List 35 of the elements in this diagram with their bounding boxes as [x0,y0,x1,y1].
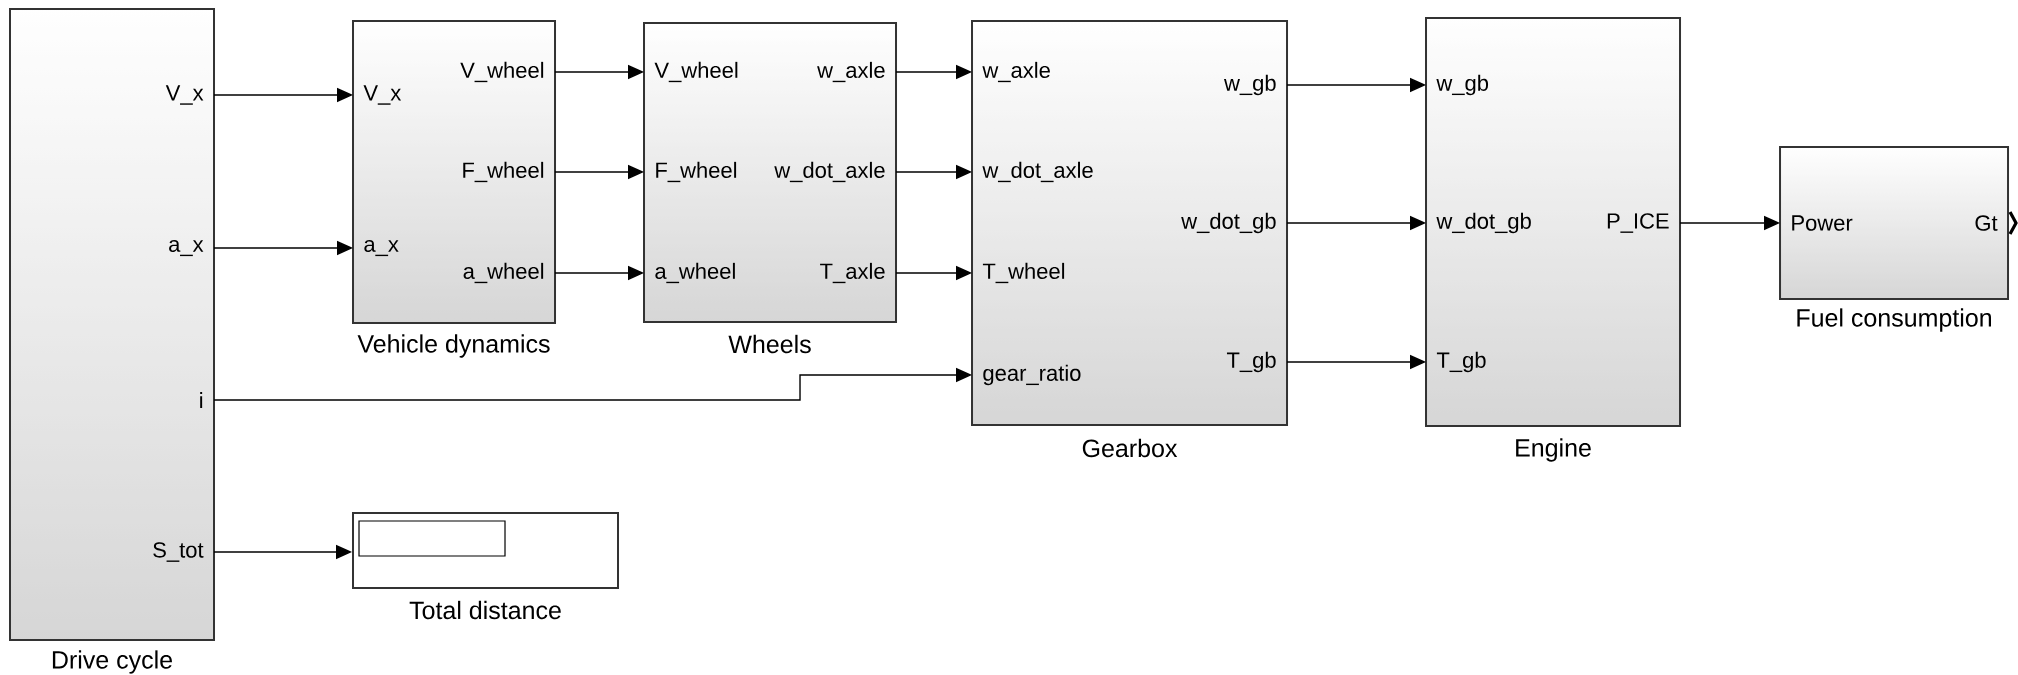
port-label: T_wheel [982,262,1065,284]
block-name: Fuel consumption [1797,308,1991,332]
port-label: V_wheel [460,61,544,83]
port-label: Gt [1975,215,1998,231]
port-label: T_gb [1226,351,1276,373]
port-label: w_dot_axle [982,161,1093,183]
port-label: w_dot_axle [774,161,885,183]
port-label: T_axle [820,262,885,284]
port-label: w_dot_gb [1436,212,1531,234]
port-label: a_x [169,239,204,257]
port-label: S_tot [153,542,204,562]
port-label: i [200,392,203,408]
port-label: V_x [165,85,204,105]
block-name: Wheels [728,334,811,354]
port-label: a_x [364,239,399,257]
port-label: F_wheel [656,161,737,183]
port-label: Power [1792,215,1853,231]
port-label: a_wheel [655,262,735,284]
port-label: w_axle [982,61,1050,83]
port-label: w_dot_gb [1181,212,1276,234]
port-label: w_gb [1436,74,1489,96]
port-label: w_gb [1224,74,1276,96]
port-label: a_wheel [463,262,544,284]
port-label: V_x [363,85,402,105]
port-label: w_axle [817,61,885,83]
port-label: gear_ratio [983,364,1081,386]
block-name: Total distance [409,600,561,620]
block-name: Vehicle dynamics [357,334,550,358]
port-label: F_wheel [463,161,544,183]
port-label: T_gb [1436,351,1486,373]
block-name: Engine [1516,438,1591,462]
block-name: Drive cycle [52,650,172,674]
block-name: Gearbox [1082,438,1178,458]
port-label: V_wheel [654,61,738,83]
port-label: P_ICE [1607,213,1669,233]
